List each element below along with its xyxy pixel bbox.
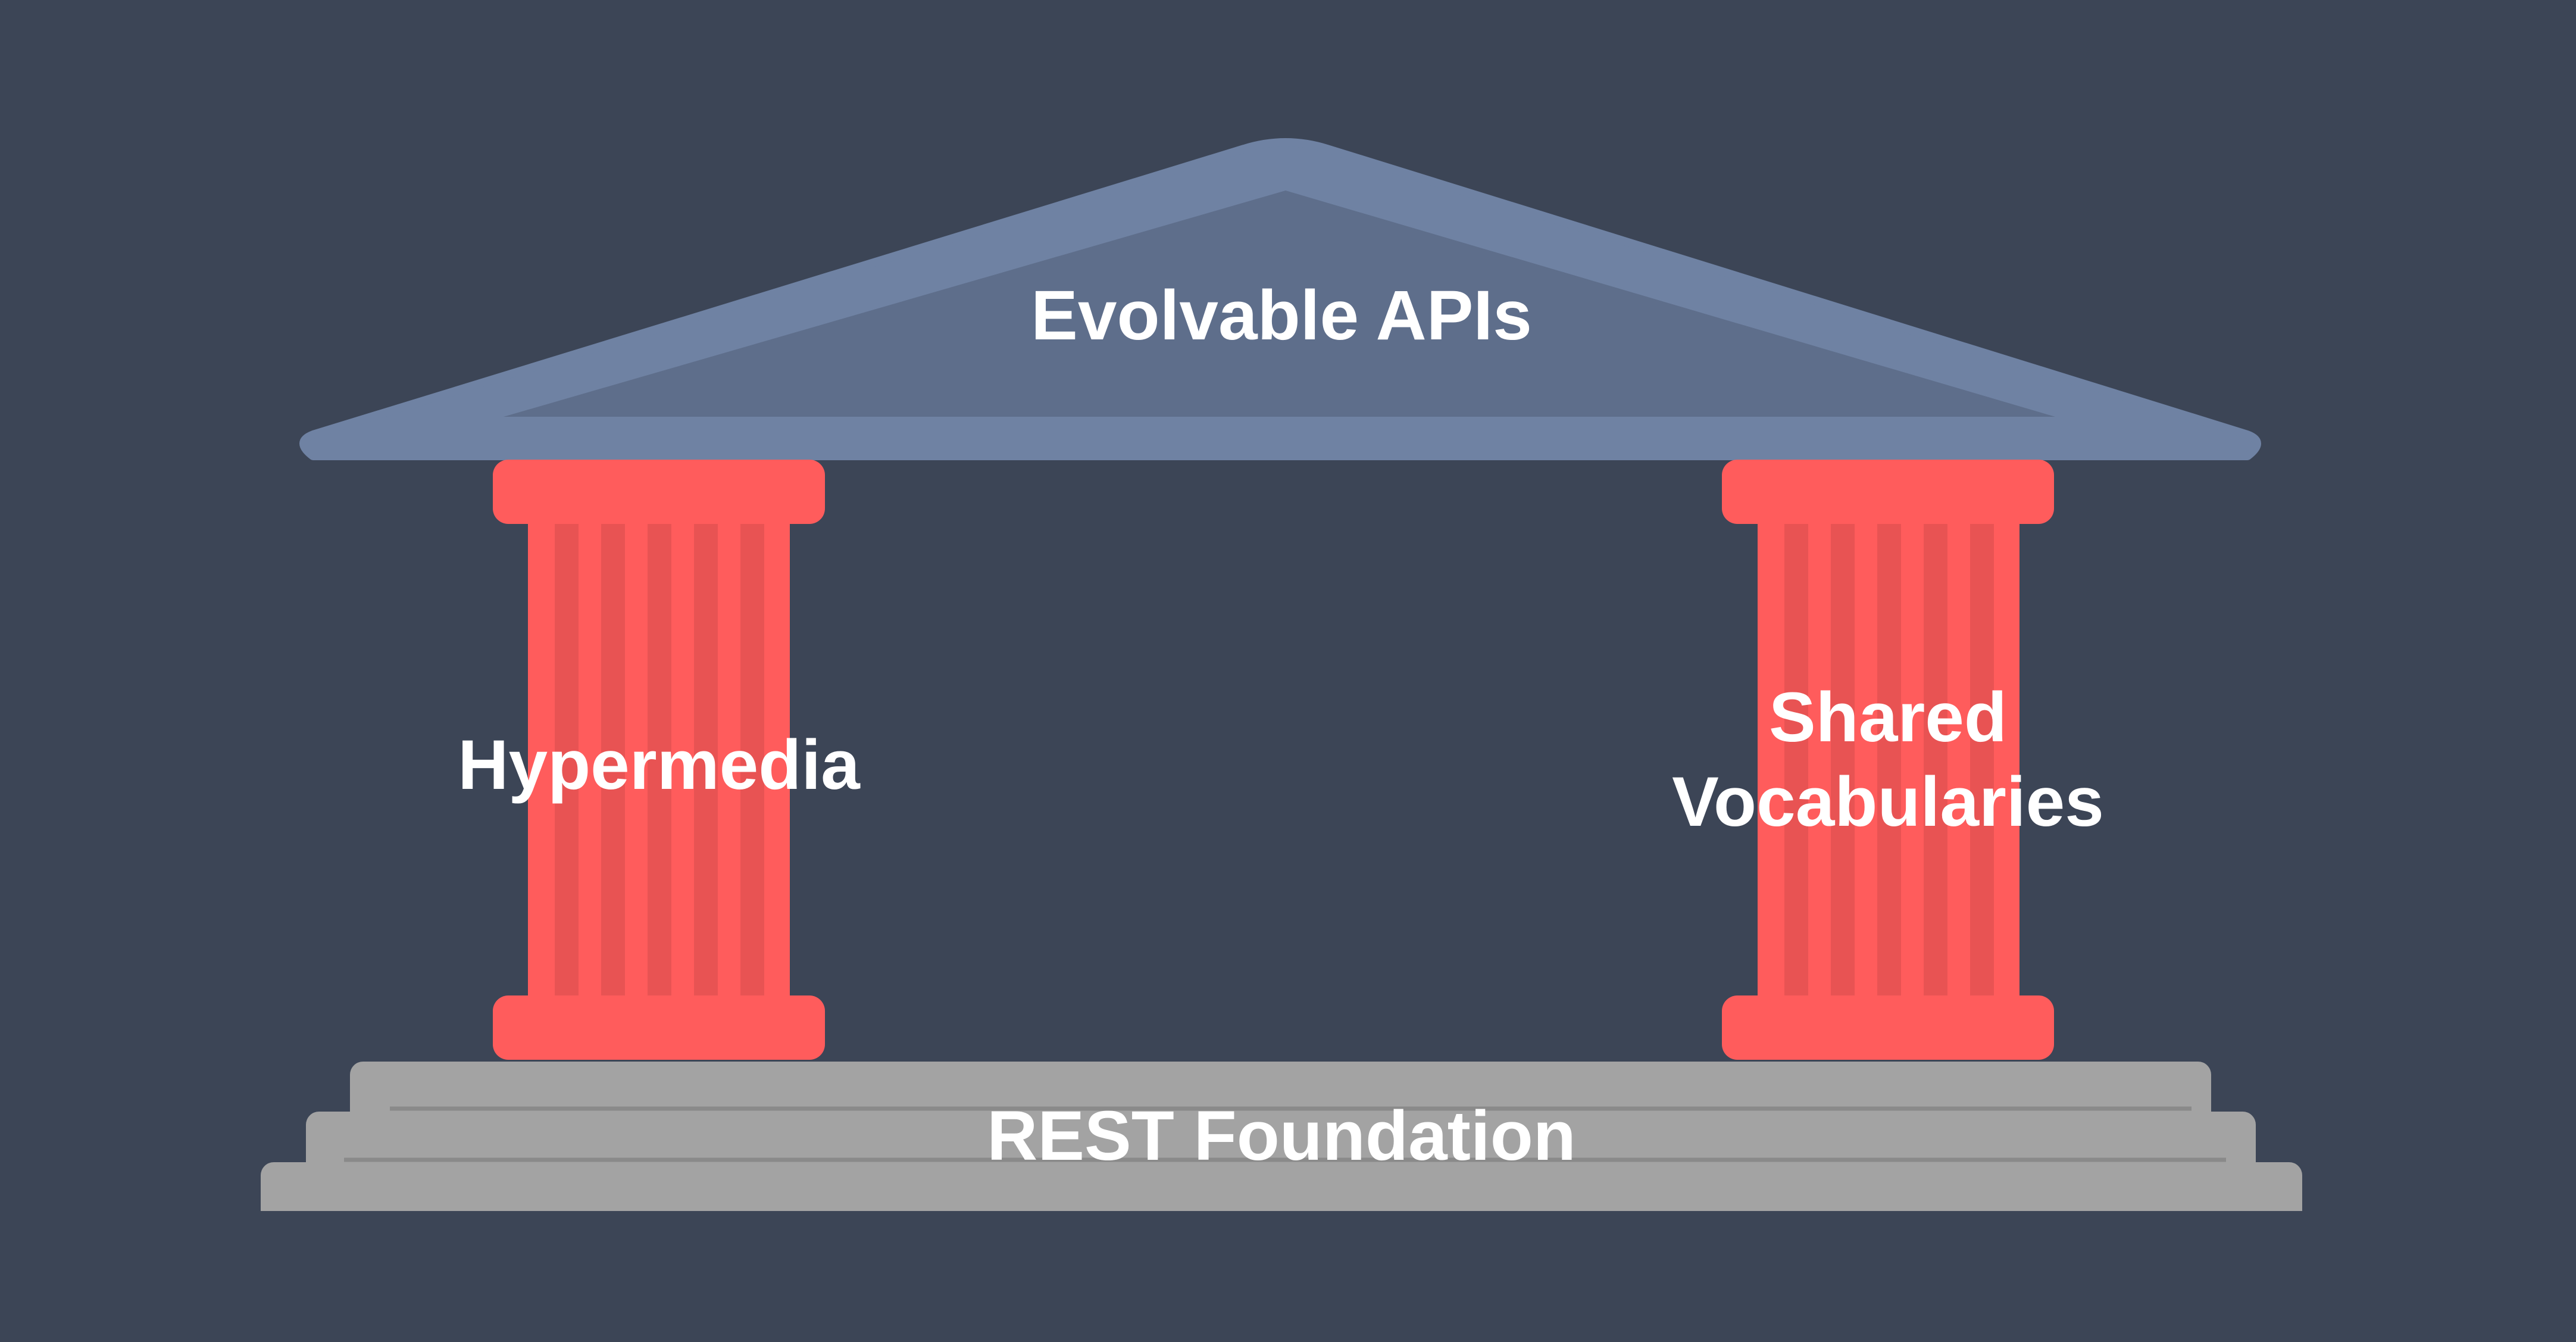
foundation-label: REST Foundation (987, 1097, 1576, 1175)
left-column-flute (694, 524, 718, 997)
right-column-capital (1722, 460, 2054, 524)
left-column-base (493, 995, 825, 1060)
foundation: REST Foundation (261, 1062, 2302, 1211)
roof-label: Evolvable APIs (1031, 276, 1532, 355)
right-column-flute (1970, 524, 1994, 997)
right-column-base (1722, 995, 2054, 1060)
right-column-flute (1784, 524, 1808, 997)
roof: Evolvable APIs (299, 138, 2261, 460)
roof-inner (504, 191, 2055, 417)
left-column-capital (493, 460, 825, 524)
left-column-flute (648, 524, 671, 997)
right-column-flute (1877, 524, 1901, 997)
left-column-flute (555, 524, 579, 997)
left-column-flute (601, 524, 625, 997)
right-column-label-line2: Vocabularies (1672, 763, 2104, 841)
left-column-flute (740, 524, 764, 997)
left-column-label: Hypermedia (458, 726, 861, 804)
foundation-bottom-edge (261, 1185, 2302, 1211)
left-column: Hypermedia (458, 460, 861, 1060)
right-column-label-line1: Shared (1769, 678, 2007, 757)
right-column-flute (1831, 524, 1855, 997)
right-column: Shared Vocabularies (1672, 460, 2104, 1060)
right-column-flute (1924, 524, 1947, 997)
